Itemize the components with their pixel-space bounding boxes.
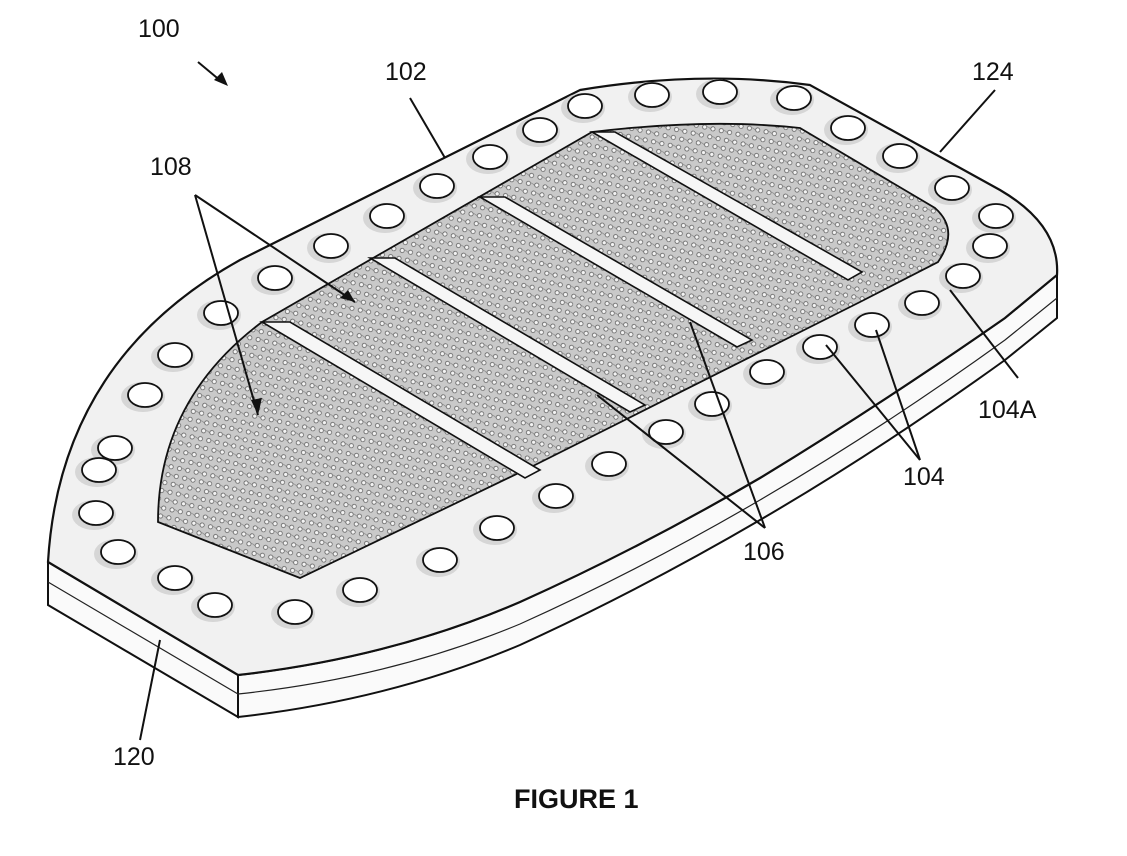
label-104: 104: [903, 463, 945, 491]
mounting-hole: [635, 83, 669, 107]
mounting-hole: [935, 176, 969, 200]
mounting-hole: [258, 266, 292, 290]
mounting-hole: [82, 458, 116, 482]
mounting-hole: [592, 452, 626, 476]
label-108: 108: [150, 153, 192, 181]
mounting-hole: [946, 264, 980, 288]
mounting-hole: [423, 548, 457, 572]
mounting-hole: [198, 593, 232, 617]
leader-124: [940, 90, 995, 152]
label-102: 102: [385, 58, 427, 86]
mounting-hole: [98, 436, 132, 460]
mounting-hole: [803, 335, 837, 359]
mounting-hole: [973, 234, 1007, 258]
mounting-hole: [831, 116, 865, 140]
mounting-hole: [343, 578, 377, 602]
mounting-hole: [473, 145, 507, 169]
mounting-hole: [204, 301, 238, 325]
mounting-hole: [750, 360, 784, 384]
leader-102: [410, 98, 445, 158]
mounting-hole: [568, 94, 602, 118]
mounting-hole: [101, 540, 135, 564]
mounting-hole: [777, 86, 811, 110]
mounting-hole: [979, 204, 1013, 228]
mounting-hole: [370, 204, 404, 228]
mounting-hole: [883, 144, 917, 168]
mounting-hole: [158, 343, 192, 367]
label-124: 124: [972, 58, 1014, 86]
mounting-hole: [855, 313, 889, 337]
mounting-hole: [79, 501, 113, 525]
mounting-hole: [158, 566, 192, 590]
mounting-hole: [420, 174, 454, 198]
label-100: 100: [138, 15, 180, 43]
label-106: 106: [743, 538, 785, 566]
mounting-hole: [905, 291, 939, 315]
mounting-hole: [703, 80, 737, 104]
arrow-100: [214, 72, 228, 86]
mounting-hole: [278, 600, 312, 624]
figure-caption: FIGURE 1: [514, 784, 639, 814]
mounting-hole: [480, 516, 514, 540]
mounting-hole: [523, 118, 557, 142]
label-120: 120: [113, 743, 155, 771]
mounting-hole: [314, 234, 348, 258]
mounting-hole: [128, 383, 162, 407]
mounting-hole: [539, 484, 573, 508]
label-104A: 104A: [978, 396, 1037, 424]
